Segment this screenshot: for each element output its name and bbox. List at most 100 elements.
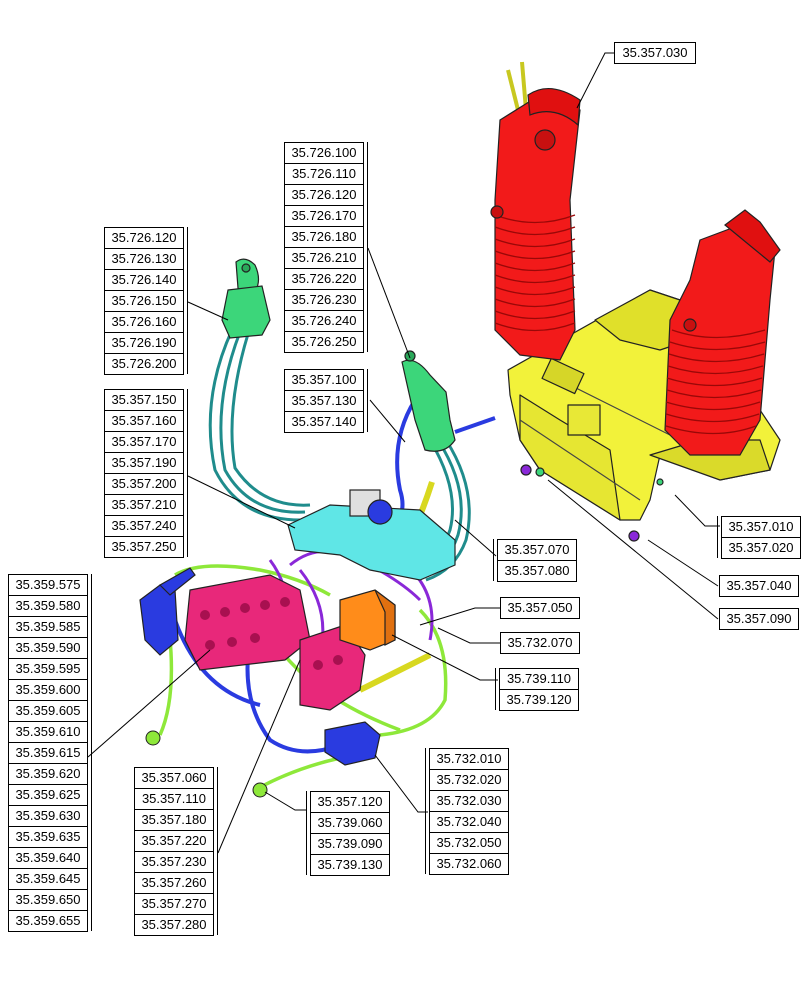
part-reference-label[interactable]: 35.357.130: [284, 390, 364, 412]
part-reference-label[interactable]: 35.726.120: [104, 227, 184, 249]
part-reference-label[interactable]: 35.359.590: [8, 637, 88, 659]
part-reference-label[interactable]: 35.357.110: [134, 788, 214, 810]
part-reference-label[interactable]: 35.739.060: [310, 812, 390, 834]
part-reference-label[interactable]: 35.357.040: [719, 575, 799, 597]
blue-fittings: [139, 567, 381, 766]
part-reference-label[interactable]: 35.357.170: [104, 431, 184, 453]
part-reference-label[interactable]: 35.357.070: [497, 539, 577, 561]
valve-bank: [184, 574, 366, 711]
callout-group-g10: 35.357.050: [500, 597, 580, 619]
part-reference-label[interactable]: 35.739.090: [310, 833, 390, 855]
part-reference-label[interactable]: 35.739.110: [499, 668, 579, 690]
part-reference-label[interactable]: 35.357.250: [104, 536, 184, 558]
part-reference-label[interactable]: 35.359.635: [8, 826, 88, 848]
part-reference-label[interactable]: 35.357.120: [310, 791, 390, 813]
part-reference-label[interactable]: 35.359.650: [8, 889, 88, 911]
part-reference-label[interactable]: 35.726.210: [284, 247, 364, 269]
part-reference-label[interactable]: 35.726.100: [284, 142, 364, 164]
part-reference-label[interactable]: 35.726.180: [284, 226, 364, 248]
part-reference-label[interactable]: 35.726.150: [104, 290, 184, 312]
part-reference-label[interactable]: 35.726.190: [104, 332, 184, 354]
part-reference-label[interactable]: 35.357.240: [104, 515, 184, 537]
part-reference-label[interactable]: 35.739.120: [499, 689, 579, 711]
part-reference-label[interactable]: 35.359.645: [8, 868, 88, 890]
part-reference-label[interactable]: 35.357.260: [134, 872, 214, 894]
part-reference-label[interactable]: 35.726.130: [104, 248, 184, 270]
part-reference-label[interactable]: 35.357.080: [497, 560, 577, 582]
part-reference-label[interactable]: 35.732.010: [429, 748, 509, 770]
part-reference-label[interactable]: 35.357.100: [284, 369, 364, 391]
part-reference-label[interactable]: 35.359.595: [8, 658, 88, 680]
part-reference-label[interactable]: 35.359.580: [8, 595, 88, 617]
fitting-bottom: [252, 782, 268, 798]
part-reference-label[interactable]: 35.357.030: [614, 42, 696, 64]
part-reference-label[interactable]: 35.732.050: [429, 832, 509, 854]
part-reference-label[interactable]: 35.359.610: [8, 721, 88, 743]
part-reference-label[interactable]: 35.359.615: [8, 742, 88, 764]
joystick-tower-left: [490, 61, 581, 361]
controller-handle-left: [221, 258, 271, 339]
part-reference-label[interactable]: 35.726.170: [284, 205, 364, 227]
part-reference-label[interactable]: 35.357.140: [284, 411, 364, 433]
part-reference-label[interactable]: 35.357.230: [134, 851, 214, 873]
part-reference-label[interactable]: 35.357.090: [719, 608, 799, 630]
part-reference-label[interactable]: 35.357.050: [500, 597, 580, 619]
part-reference-label[interactable]: 35.359.630: [8, 805, 88, 827]
part-reference-label[interactable]: 35.357.190: [104, 452, 184, 474]
part-reference-label[interactable]: 35.357.220: [134, 830, 214, 852]
part-reference-label[interactable]: 35.357.280: [134, 914, 214, 936]
part-reference-label[interactable]: 35.732.060: [429, 853, 509, 875]
part-reference-label[interactable]: 35.726.220: [284, 268, 364, 290]
part-reference-label[interactable]: 35.732.020: [429, 769, 509, 791]
part-reference-label[interactable]: 35.726.240: [284, 310, 364, 332]
part-reference-label[interactable]: 35.357.150: [104, 389, 184, 411]
part-reference-label[interactable]: 35.726.140: [104, 269, 184, 291]
callout-group-g1: 35.357.030: [614, 42, 696, 64]
part-reference-label[interactable]: 35.726.250: [284, 331, 364, 353]
part-reference-label[interactable]: 35.357.060: [134, 767, 214, 789]
part-reference-label[interactable]: 35.732.040: [429, 811, 509, 833]
part-reference-label[interactable]: 35.726.160: [104, 311, 184, 333]
part-reference-label[interactable]: 35.732.070: [500, 632, 580, 654]
part-reference-label[interactable]: 35.726.230: [284, 289, 364, 311]
callout-group-g8: 35.357.040: [719, 575, 799, 597]
callout-group-g11: 35.732.070: [500, 632, 580, 654]
part-reference-label[interactable]: 35.357.010: [721, 516, 801, 538]
valve-body-orange: [339, 589, 396, 651]
leader-lines: [87, 52, 720, 854]
part-reference-label[interactable]: 35.357.180: [134, 809, 214, 831]
part-reference-label[interactable]: 35.357.160: [104, 410, 184, 432]
part-reference-label[interactable]: 35.726.120: [284, 184, 364, 206]
part-reference-label[interactable]: 35.359.620: [8, 763, 88, 785]
controller-handle-right: [401, 350, 496, 452]
part-reference-label[interactable]: 35.357.020: [721, 537, 801, 559]
part-reference-label[interactable]: 35.359.640: [8, 847, 88, 869]
part-reference-label[interactable]: 35.359.625: [8, 784, 88, 806]
callout-group-g9: 35.357.090: [719, 608, 799, 630]
manifold-block: [287, 489, 456, 581]
part-reference-label[interactable]: 35.359.655: [8, 910, 88, 932]
joystick-tower-right: [664, 209, 781, 456]
part-reference-label[interactable]: 35.359.600: [8, 679, 88, 701]
part-reference-label[interactable]: 35.359.575: [8, 574, 88, 596]
part-reference-label[interactable]: 35.357.200: [104, 473, 184, 495]
part-reference-label[interactable]: 35.357.270: [134, 893, 214, 915]
part-reference-label[interactable]: 35.357.210: [104, 494, 184, 516]
part-reference-label[interactable]: 35.732.030: [429, 790, 509, 812]
part-reference-label[interactable]: 35.726.110: [284, 163, 364, 185]
part-reference-label[interactable]: 35.739.130: [310, 854, 390, 876]
part-reference-label[interactable]: 35.359.605: [8, 700, 88, 722]
part-reference-label[interactable]: 35.726.200: [104, 353, 184, 375]
part-reference-label[interactable]: 35.359.585: [8, 616, 88, 638]
